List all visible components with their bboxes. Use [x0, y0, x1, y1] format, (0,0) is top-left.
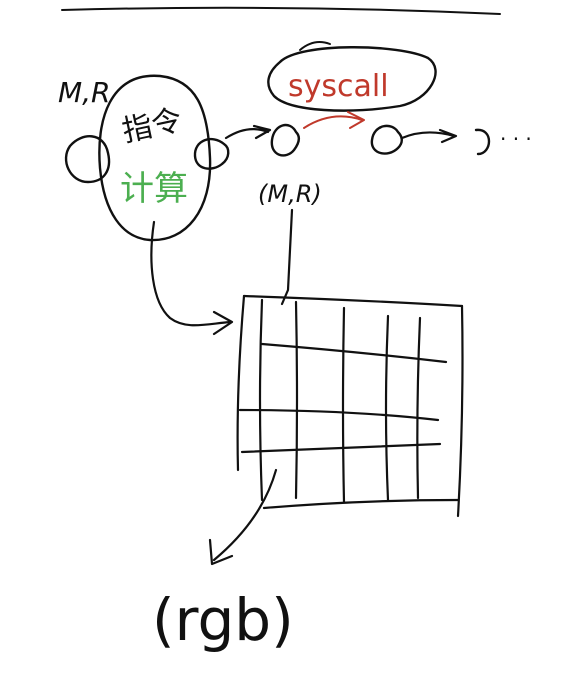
syscall-oval: [267, 46, 437, 112]
state-circle-left: [64, 135, 111, 184]
mid-state-to-grid-line: [280, 208, 294, 306]
grid-col-3: [341, 306, 346, 504]
top-divider-line: [61, 6, 501, 15]
compute-to-grid-arrow: [150, 220, 234, 336]
grid-frame-left: [236, 294, 246, 472]
state-circle-after-compute: [193, 137, 230, 170]
state-circle-mid: [270, 123, 300, 157]
grid-col-5: [416, 316, 422, 500]
state-label-left: M,R: [58, 76, 111, 109]
grid-row-3: [240, 442, 442, 454]
arrow-to-mid-state: [224, 124, 272, 140]
state-label-mid: (M,R): [258, 180, 322, 208]
rgb-output-label: (rgb): [152, 586, 294, 654]
grid-col-2: [294, 300, 299, 500]
syscall-oval-tail: [299, 41, 331, 51]
compute-label: 计算: [120, 169, 188, 209]
state-circle-right-2: [474, 128, 491, 156]
grid-col-4: [384, 314, 390, 502]
grid-frame-right: [456, 304, 464, 518]
syscall-label: syscall: [288, 69, 389, 104]
grid-to-rgb-arrow: [208, 468, 278, 566]
grid-frame-bottom: [262, 498, 460, 510]
grid-col-1: [258, 298, 264, 502]
state-circle-right-1: [370, 124, 403, 155]
arrow-to-right-state: [400, 128, 458, 144]
fetch-instruction-label: 指令: [119, 103, 185, 150]
syscall-arrow: [303, 111, 365, 129]
grid-frame-top: [242, 294, 464, 308]
grid-row-1: [260, 342, 448, 364]
instruction-oval: [98, 74, 212, 242]
continuation-ellipsis: · · ·: [500, 127, 532, 151]
grid-row-2: [238, 408, 440, 422]
